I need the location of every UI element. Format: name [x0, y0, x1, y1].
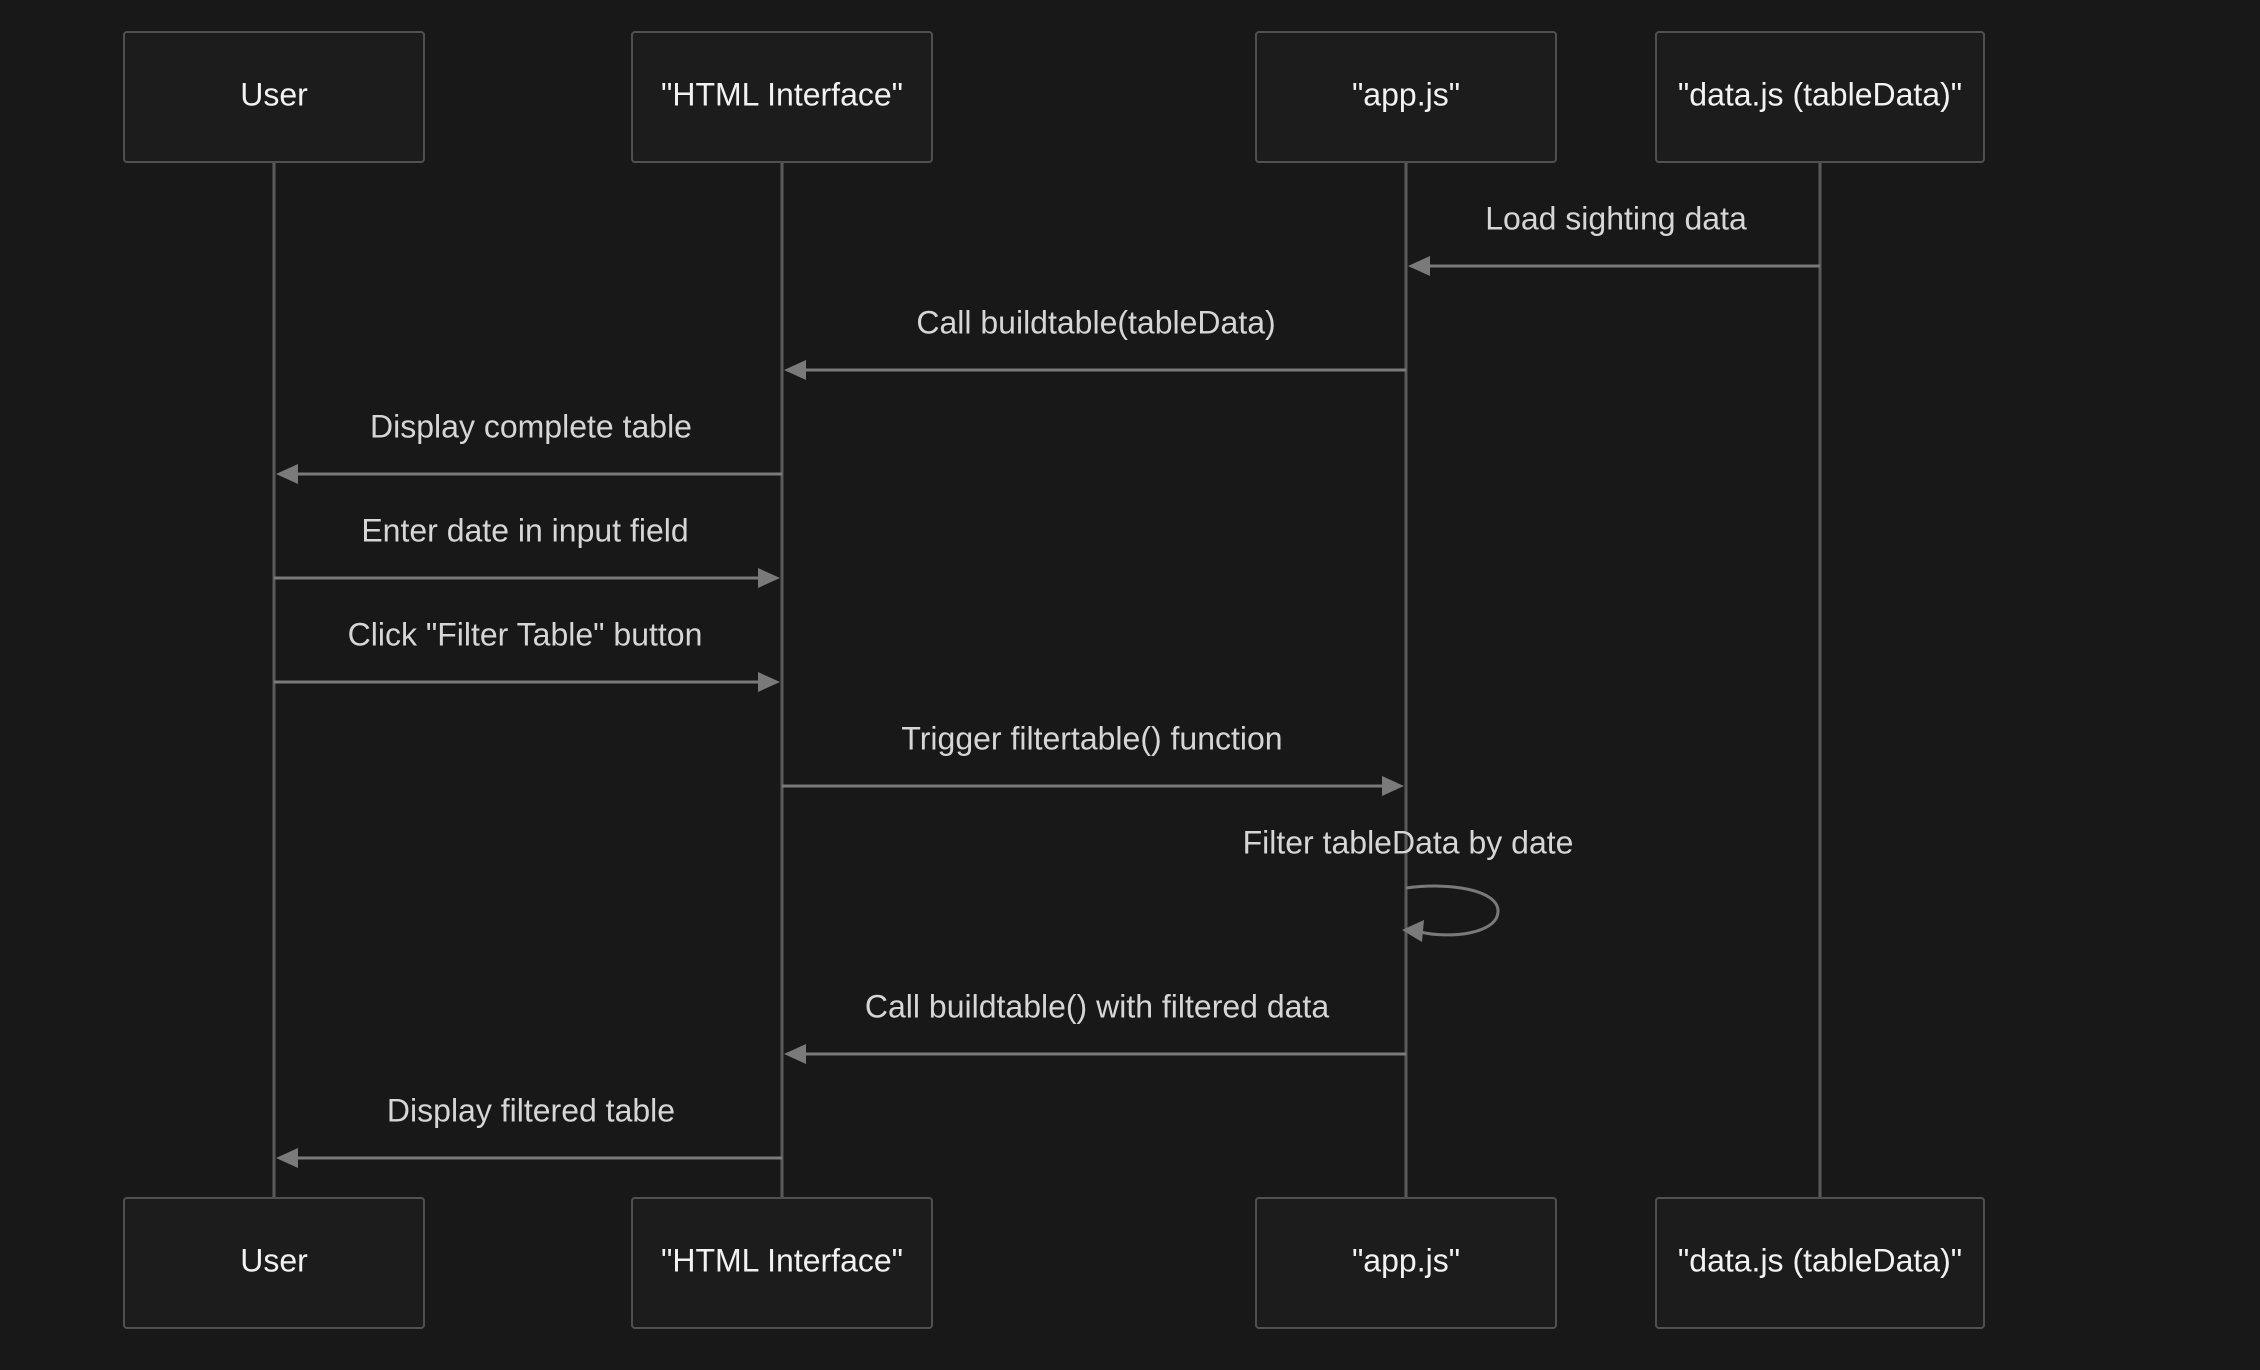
arrowhead	[1402, 920, 1424, 942]
participant-user-top: User	[123, 31, 425, 163]
participant-label: "data.js (tableData)"	[1678, 76, 1962, 112]
participant-label: "HTML Interface"	[661, 76, 903, 112]
message-label: Display complete table	[370, 408, 692, 444]
participant-label: User	[240, 1242, 308, 1278]
message-call-buildtable-filtered: Call buildtable() with filtered data	[784, 988, 1406, 1064]
message-label: Load sighting data	[1485, 200, 1747, 236]
message-click-filter-button: Click "Filter Table" button	[274, 616, 780, 692]
arrowhead	[276, 1148, 298, 1168]
participant-label: "app.js"	[1352, 1242, 1460, 1278]
participant-label: User	[240, 76, 308, 112]
message-label: Call buildtable() with filtered data	[865, 988, 1329, 1024]
participant-app-js-top: "app.js"	[1255, 31, 1557, 163]
message-label: Trigger filtertable() function	[901, 720, 1282, 756]
participant-label: "app.js"	[1352, 76, 1460, 112]
participant-data-js-bottom: "data.js (tableData)"	[1655, 1197, 1985, 1329]
participant-html-interface-top: "HTML Interface"	[631, 31, 933, 163]
message-display-complete-table: Display complete table	[276, 408, 782, 484]
participant-user-bottom: User	[123, 1197, 425, 1329]
participant-data-js-top: "data.js (tableData)"	[1655, 31, 1985, 163]
message-label: Enter date in input field	[361, 512, 688, 548]
arrowhead	[1382, 776, 1404, 796]
participant-html-interface-bottom: "HTML Interface"	[631, 1197, 933, 1329]
message-label: Filter tableData by date	[1243, 824, 1574, 860]
message-load-sighting-data: Load sighting data	[1408, 200, 1820, 276]
message-label: Display filtered table	[387, 1092, 675, 1128]
participant-app-js-bottom: "app.js"	[1255, 1197, 1557, 1329]
participant-label: "data.js (tableData)"	[1678, 1242, 1962, 1278]
arrowhead	[1408, 256, 1430, 276]
message-enter-date: Enter date in input field	[274, 512, 780, 588]
message-call-buildtable: Call buildtable(tableData)	[784, 304, 1406, 380]
message-label: Call buildtable(tableData)	[916, 304, 1275, 340]
arrowhead	[276, 464, 298, 484]
message-trigger-filtertable: Trigger filtertable() function	[782, 720, 1404, 796]
arrowhead	[758, 672, 780, 692]
arrowhead	[784, 1044, 806, 1064]
message-label: Click "Filter Table" button	[348, 616, 703, 652]
message-filter-tabledata-self: Filter tableData by date	[1243, 824, 1574, 942]
participant-label: "HTML Interface"	[661, 1242, 903, 1278]
arrowhead	[758, 568, 780, 588]
arrowhead	[784, 360, 806, 380]
message-display-filtered-table: Display filtered table	[276, 1092, 782, 1168]
